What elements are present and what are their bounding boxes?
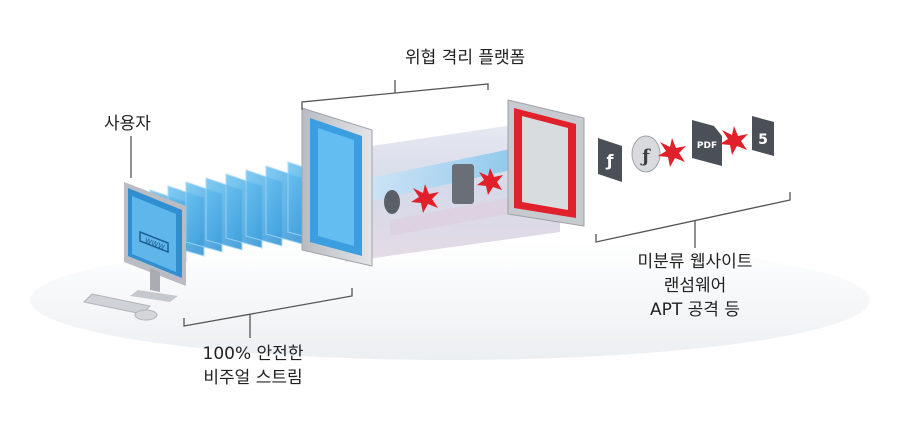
svg-text:ƒ: ƒ xyxy=(606,151,615,170)
svg-text:ƒ: ƒ xyxy=(640,146,651,167)
stream-bracket xyxy=(183,288,353,327)
flash-disc-inside-icon xyxy=(384,190,400,214)
burst-icon xyxy=(411,184,439,213)
threats-label-line2: 랜섬웨어 xyxy=(663,276,727,296)
visual-stream-label-line1: 100% 안전한 xyxy=(202,344,304,364)
html5-file-icon: 5 xyxy=(752,116,774,156)
pdf-file-icon: PDF xyxy=(692,120,722,166)
threat-exit-frame xyxy=(507,99,585,227)
platform-label-text: 위협 격리 플랫폼 xyxy=(405,48,526,68)
flash-disc-icon: ƒ xyxy=(631,135,661,173)
mouse-icon xyxy=(134,309,158,321)
threats-bracket xyxy=(595,192,791,243)
user-label: 사용자 xyxy=(104,112,151,136)
flash-file-icon: ƒ xyxy=(598,138,622,182)
visual-stream-label-line2: 비주얼 스트림 xyxy=(203,368,303,388)
user-label-text: 사용자 xyxy=(104,114,151,134)
burst-icon xyxy=(720,126,748,155)
lock-device-icon xyxy=(452,164,474,204)
floor-shadow xyxy=(30,240,870,360)
threats-label-line3: APT 공격 등 xyxy=(650,300,740,320)
svg-text:5: 5 xyxy=(758,132,768,148)
burst-icon xyxy=(477,168,503,195)
platform-label: 위협 격리 플랫폼 xyxy=(405,46,525,70)
svg-text:PDF: PDF xyxy=(697,141,717,151)
burst-icon xyxy=(658,138,686,167)
threats-label-line1: 미분류 웹사이트 xyxy=(637,252,753,272)
visual-stream-label: 100% 안전한 비주얼 스트림 xyxy=(178,342,328,390)
entrance-frame xyxy=(301,107,373,267)
monitor-icon: WWW xyxy=(124,182,186,302)
callout-lines xyxy=(130,80,791,338)
threats-label: 미분류 웹사이트 랜섬웨어 APT 공격 등 xyxy=(610,250,780,322)
